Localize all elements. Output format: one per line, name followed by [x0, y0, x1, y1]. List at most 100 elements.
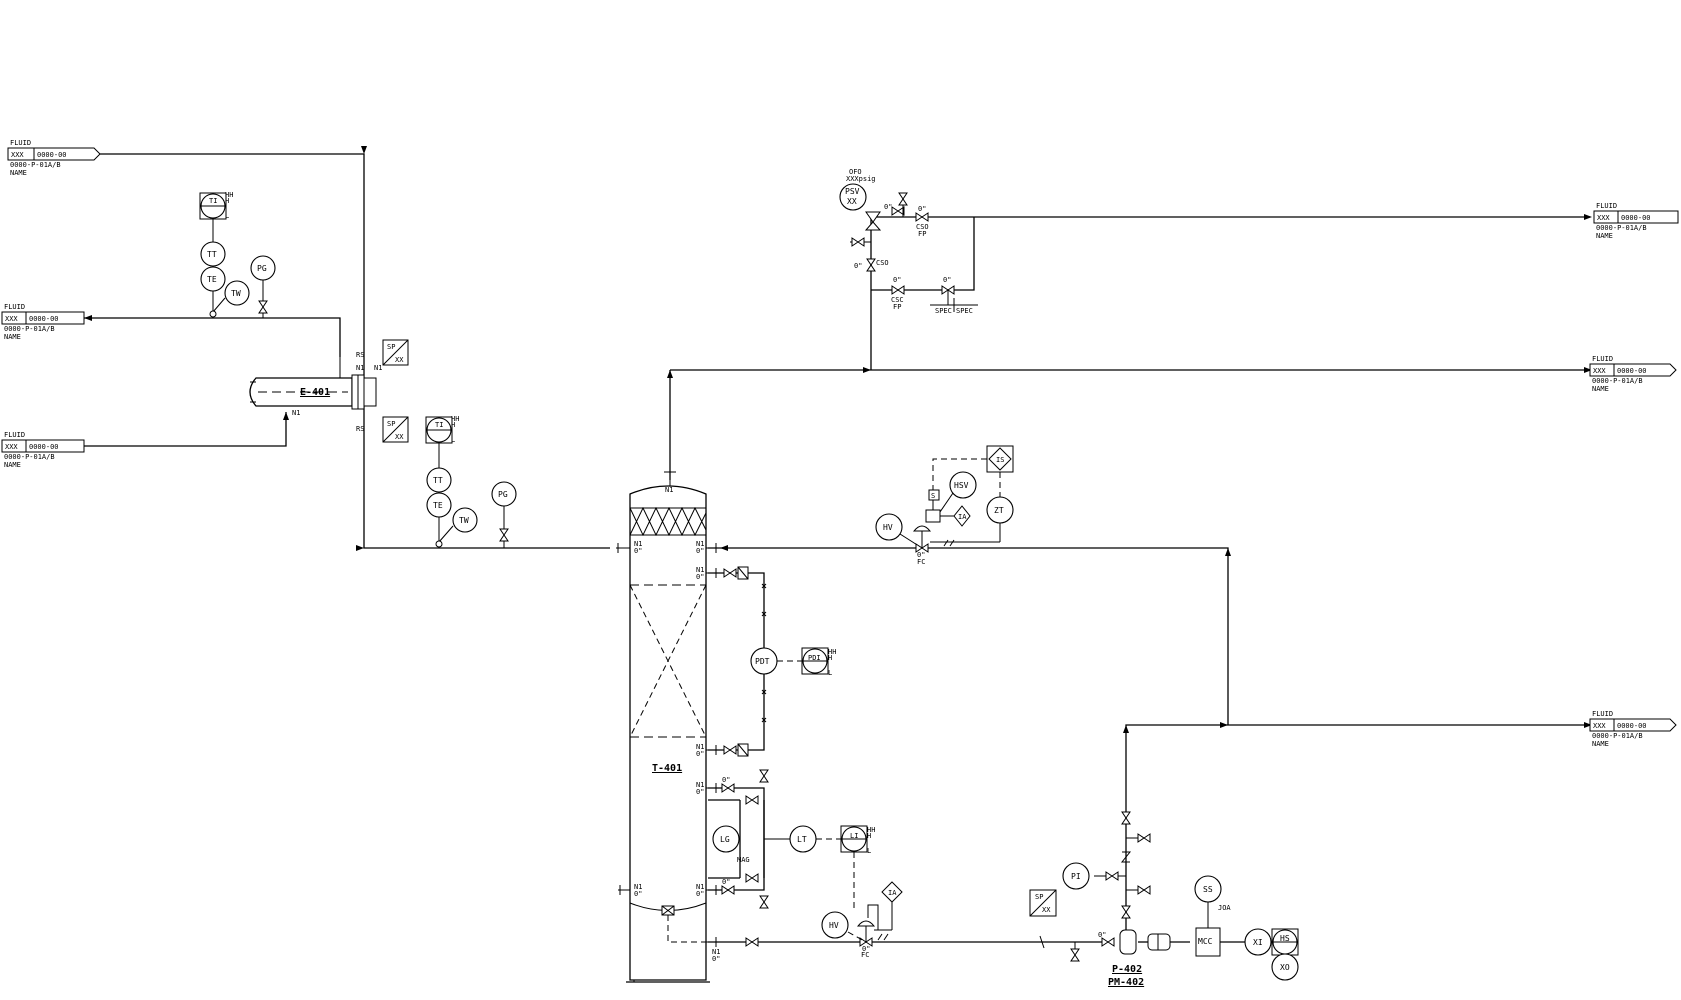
pg-upper[interactable]: PG [250, 255, 276, 314]
offpage-top-right[interactable]: FLUID XXX 0000-00 0000-P-01A/B NAME [1593, 202, 1679, 240]
svg-text:NAME: NAME [4, 461, 21, 469]
ss-switch[interactable]: SS JOA [1194, 875, 1231, 928]
svg-text:0": 0" [712, 955, 720, 963]
svg-text:0000-P-01A/B: 0000-P-01A/B [1592, 377, 1643, 385]
svg-text:0": 0" [696, 788, 704, 796]
svg-text:PM-402: PM-402 [1108, 977, 1144, 988]
svg-text:MCC: MCC [1198, 937, 1213, 946]
svg-text:FP: FP [893, 303, 901, 311]
svg-text:SPEC: SPEC [935, 307, 952, 315]
svg-text:JOA: JOA [1218, 904, 1231, 912]
svg-text:0": 0" [854, 262, 862, 270]
pump-discharge-valves[interactable]: 0" [1098, 811, 1151, 947]
svg-text:N1: N1 [665, 486, 673, 494]
bottom-control-valve[interactable]: HV FC 0" IA [821, 881, 903, 959]
psv-assembly[interactable]: OFO XXXpsig PSV XX 0" 0" CSO FP CSO 0" 0… [839, 168, 978, 315]
svg-text:XXX: XXX [11, 151, 24, 159]
sp-box-upper[interactable]: SP XX [382, 339, 409, 366]
svg-text:H: H [451, 421, 455, 429]
lg-gauge[interactable]: LG MAG [712, 825, 750, 864]
ti-lower[interactable]: TI HH H L [425, 415, 459, 444]
svg-text:XXX: XXX [1597, 214, 1610, 222]
svg-text:LI: LI [850, 832, 858, 840]
svg-text:TW: TW [231, 289, 241, 298]
svg-text:HH: HH [451, 415, 459, 423]
svg-text:L: L [225, 212, 229, 220]
svg-text:0": 0" [722, 776, 730, 784]
ti-upper[interactable]: TI HH H L [199, 191, 233, 220]
svg-text:FC: FC [861, 951, 869, 959]
offpage-mid-right[interactable]: FLUID XXX 0000-00 0000-P-01A/B NAME [1589, 355, 1677, 393]
svg-text:LT: LT [797, 835, 807, 844]
svg-text:SP: SP [387, 420, 395, 428]
reflux-control-valve[interactable]: HV FC 0" S HSV IA ZT IS [875, 445, 1014, 566]
svg-text:L: L [828, 669, 832, 677]
tw-upper[interactable]: TW [209, 280, 250, 318]
svg-text:NAME: NAME [10, 169, 27, 177]
svg-text:PG: PG [498, 490, 508, 499]
pi-gauge[interactable]: PI [1062, 862, 1119, 890]
svg-text:FP: FP [918, 230, 926, 238]
svg-text:TT: TT [433, 476, 443, 485]
svg-text:FLUID: FLUID [10, 139, 31, 147]
pump-p402[interactable]: P-402 PM-402 [1108, 929, 1171, 988]
svg-text:0": 0" [943, 276, 951, 284]
svg-text:0000-00: 0000-00 [1617, 722, 1647, 730]
heat-exchanger-e401[interactable]: E-401 N1 N1 N1 RS RS [249, 351, 382, 433]
svg-text:NAME: NAME [4, 333, 21, 341]
svg-text:XX: XX [1042, 906, 1051, 914]
svg-text:FLUID: FLUID [1592, 355, 1613, 363]
svg-text:XXX: XXX [5, 443, 18, 451]
svg-text:XI: XI [1253, 938, 1263, 947]
li-indicator[interactable]: LI HH H L [840, 825, 875, 910]
hs-switch[interactable]: HS [1271, 928, 1299, 956]
svg-text:HH: HH [828, 648, 836, 656]
svg-text:0000-P-01A/B: 0000-P-01A/B [4, 453, 55, 461]
svg-text:N1: N1 [634, 540, 642, 548]
lt-transmitter[interactable]: LT [764, 825, 841, 853]
svg-text:0": 0" [917, 551, 925, 559]
flow-arrows [84, 146, 1592, 733]
xo-indicator[interactable]: XO [1271, 953, 1299, 981]
svg-text:XX: XX [395, 433, 404, 441]
svg-text:N1: N1 [356, 364, 364, 372]
tw-lower[interactable]: TW [435, 507, 478, 548]
column-side-valves[interactable]: 0" 0" [721, 566, 769, 947]
svg-text:P-402: P-402 [1112, 964, 1142, 975]
svg-text:0000-00: 0000-00 [1617, 367, 1647, 375]
svg-text:PDI: PDI [808, 654, 821, 662]
offpage-mid-left[interactable]: FLUID XXX 0000-00 0000-P-01A/B NAME [1, 303, 85, 341]
svg-text:N1: N1 [712, 948, 720, 956]
svg-text:0": 0" [862, 945, 870, 953]
column-tag: T-401 [652, 763, 682, 774]
svg-text:ZT: ZT [994, 506, 1004, 515]
svg-text:HS: HS [1280, 934, 1290, 943]
svg-text:0": 0" [893, 276, 901, 284]
tt-lower[interactable]: TT [426, 467, 452, 493]
tt-upper[interactable]: TT [200, 241, 226, 267]
mcc-box[interactable]: MCC [1195, 927, 1221, 957]
svg-text:TE: TE [207, 275, 217, 284]
te-lower[interactable]: TE [426, 492, 452, 518]
pdt-transmitter[interactable]: PDT [750, 647, 802, 675]
svg-text:NAME: NAME [1592, 740, 1609, 748]
svg-text:0000-P-01A/B: 0000-P-01A/B [1592, 732, 1643, 740]
xi-indicator[interactable]: XI [1244, 928, 1272, 956]
offpage-low-right[interactable]: FLUID XXX 0000-00 0000-P-01A/B NAME [1589, 710, 1677, 748]
svg-text:N1: N1 [696, 540, 704, 548]
offpage-top-left[interactable]: FLUID XXX 0000-00 0000-P-01A/B NAME [7, 139, 101, 177]
column-t401[interactable]: T-401 N1 N1 0" N1 0" N1 0" N1 0" N1 0" N… [616, 470, 720, 983]
svg-text:PG: PG [257, 264, 267, 273]
te-upper[interactable]: TE [200, 266, 226, 292]
svg-text:TW: TW [459, 516, 469, 525]
svg-text:H: H [867, 832, 871, 840]
pdi-indicator[interactable]: PDI HH H L [801, 647, 836, 677]
sp-box-pump[interactable]: SP XX [1029, 889, 1080, 962]
svg-text:PI: PI [1071, 872, 1081, 881]
svg-text:0000-00: 0000-00 [1621, 214, 1651, 222]
pg-lower[interactable]: PG [491, 481, 517, 542]
offpage-low-left[interactable]: FLUID XXX 0000-00 0000-P-01A/B NAME [1, 431, 85, 469]
svg-text:CSO: CSO [876, 259, 889, 267]
sp-box-lower[interactable]: SP XX [382, 416, 409, 443]
